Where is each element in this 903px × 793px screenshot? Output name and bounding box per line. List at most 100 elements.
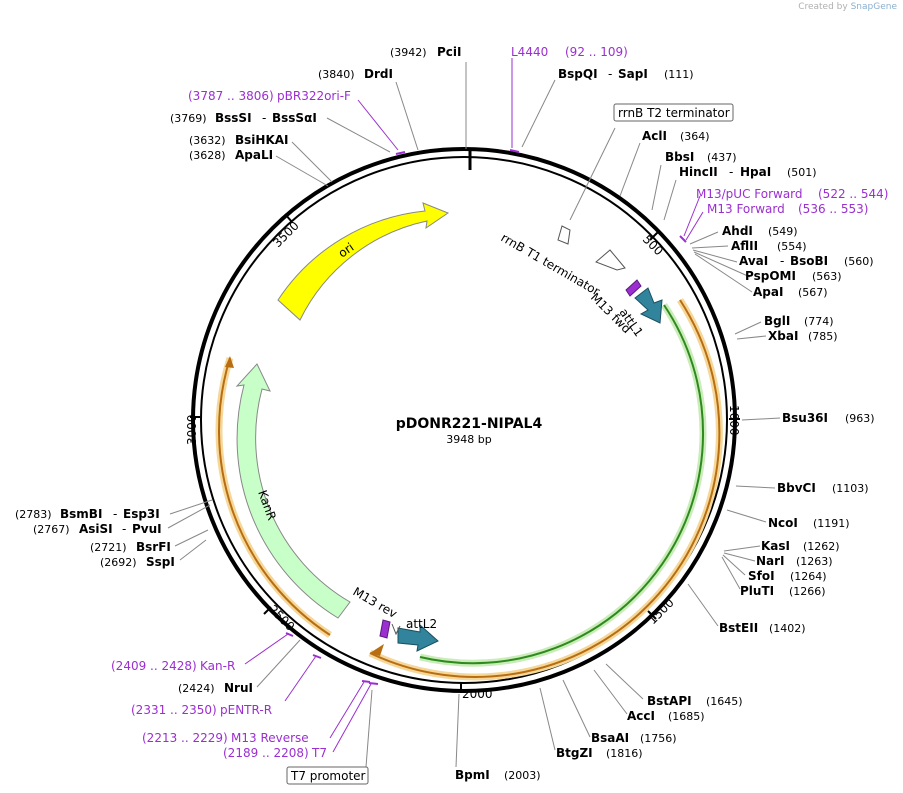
enzyme-pos-6: (554): [777, 240, 807, 253]
enzyme-name-0: PciI: [437, 45, 462, 59]
primer-range-6: (2213 .. 2229): [142, 731, 228, 745]
m13-rev-small: [391, 623, 401, 636]
enzyme-pos-2: (364): [680, 130, 710, 143]
enzyme-name-4: HincII: [679, 165, 718, 179]
enzyme-pos-9: (567): [798, 286, 828, 299]
enzyme-name-4-left: BsmBI: [60, 507, 102, 521]
enzyme-name-6: AflII: [731, 239, 758, 253]
enzyme-alt-1: SapI: [618, 67, 648, 81]
enzyme-name-10: BglI: [764, 314, 790, 328]
tick-marks: [190, 213, 740, 693]
enzyme-name-24: BpmI: [455, 768, 490, 782]
enzyme-name-3: BbsI: [665, 150, 694, 164]
enzyme-pos-4: (501): [787, 166, 817, 179]
kanr-feature: [235, 363, 351, 619]
enzyme-name-3-left: ApaLI: [235, 148, 273, 162]
enzyme-name-18: PluTI: [740, 584, 774, 598]
m13-fwd-marker: [625, 279, 642, 297]
primer-range-7: (2189 .. 2208): [223, 746, 309, 760]
enzyme-pos-7-left: (2692): [100, 556, 137, 569]
enzyme-pos-15: (1262): [803, 540, 840, 553]
enzyme-pos-19: (1402): [769, 622, 806, 635]
primer-range-2: (522 .. 544): [818, 187, 888, 201]
enzyme-name-15: KasI: [761, 539, 790, 553]
enzyme-name-13: BbvCI: [777, 481, 816, 495]
enzyme-alt-4-left: Esp3I: [123, 507, 160, 521]
plasmid-length: 3948 bp: [446, 433, 491, 446]
t7-promoter-box: [286, 766, 369, 785]
enzyme-alt-1-left: BssSαI: [272, 111, 317, 125]
enzyme-pos-6-left: (2721): [90, 541, 127, 554]
primer-name-0: L4440: [511, 45, 548, 59]
separator-dash: -: [780, 254, 784, 268]
primer-name-3: M13 Forward: [707, 202, 785, 216]
orange-feature-right: [368, 298, 723, 681]
insert-green-arc: [419, 303, 707, 667]
enzyme-name-19: BstEII: [719, 621, 758, 635]
rrnb-t1-label: rrnB T1 terminator: [499, 230, 603, 298]
primer-leaders: [244, 58, 704, 753]
enzyme-pos-3: (437): [707, 151, 737, 164]
enzyme-pos-5-left: (2767): [33, 523, 70, 536]
enzyme-pos-18: (1266): [789, 585, 826, 598]
enzyme-pos-13: (1103): [832, 482, 869, 495]
enzyme-pos-14: (1191): [813, 517, 850, 530]
plasmid-name: pDONR221-NIPAL4: [396, 416, 543, 432]
enzyme-name-16: NarI: [756, 554, 785, 568]
leader-lines: [167, 62, 781, 768]
enzyme-pos-5: (549): [768, 225, 798, 238]
separator-dash: -: [262, 111, 266, 125]
enzyme-pos-8-left: (2424): [178, 682, 215, 695]
enzyme-name-1-left: BssSI: [215, 111, 252, 125]
enzyme-pos-24: (2003): [504, 769, 541, 782]
enzyme-name-9: ApaI: [753, 285, 783, 299]
rrnb-t2-box: [613, 103, 734, 122]
enzyme-pos-0: (3942): [390, 46, 427, 59]
snapgene-credit: Created by SnapGene: [798, 2, 897, 12]
enzyme-alt-7: BsoBI: [790, 254, 828, 268]
orange-feature-left: [215, 356, 332, 638]
primer-range-4: (2409 .. 2428): [111, 659, 197, 673]
rrnb-t2-feature: [557, 225, 571, 245]
enzyme-name-14: NcoI: [768, 516, 798, 530]
enzyme-alt-4: HpaI: [740, 165, 771, 179]
enzyme-name-11: XbaI: [768, 329, 798, 343]
attl2-label: attL2: [406, 617, 437, 631]
separator-dash: -: [729, 165, 733, 179]
primer-name-7: T7: [311, 746, 327, 760]
t7-promoter-label: T7 promoter: [290, 769, 366, 783]
primer-range-5: (2331 .. 2350): [131, 703, 217, 717]
primer-name-1: pBR322ori-F: [277, 89, 351, 103]
enzyme-pos-23: (1816): [606, 747, 643, 760]
primer-name-2: M13/pUC Forward: [696, 187, 803, 201]
tick-2000: 2000: [462, 687, 493, 701]
separator-dash: -: [608, 67, 612, 81]
enzyme-name-12: Bsu36I: [782, 411, 828, 425]
enzyme-pos-16: (1263): [796, 555, 833, 568]
enzyme-pos-0-left: (3840): [318, 68, 355, 81]
enzyme-labels-left: (3840) DrdI (3769) BssSI - BssSαI (3632)…: [15, 67, 393, 695]
enzyme-name-6-left: BsrFI: [136, 540, 171, 554]
enzyme-name-20: BstAPI: [647, 694, 692, 708]
enzyme-pos-2-left: (3632): [189, 134, 226, 147]
enzyme-name-1: BspQI: [558, 67, 598, 81]
enzyme-pos-11: (785): [808, 330, 838, 343]
ori-feature: [277, 202, 450, 321]
enzyme-alt-5-left: PvuI: [132, 522, 162, 536]
enzyme-name-2-left: BsiHKAI: [235, 133, 289, 147]
enzyme-pos-4-left: (2783): [15, 508, 52, 521]
primer-range-0: (92 .. 109): [565, 45, 628, 59]
enzyme-name-8-left: NruI: [224, 681, 253, 695]
primer-name-5: pENTR-R: [220, 703, 272, 717]
m13-rev-label: M13 rev: [351, 584, 400, 620]
enzyme-pos-20: (1645): [706, 695, 743, 708]
enzyme-name-23: BtgZI: [556, 746, 593, 760]
primer-range-3: (536 .. 553): [798, 202, 868, 216]
primer-name-6: M13 Reverse: [231, 731, 309, 745]
enzyme-name-7: AvaI: [739, 254, 768, 268]
enzyme-name-21: AccI: [627, 709, 655, 723]
enzyme-pos-21: (1685): [668, 710, 705, 723]
primer-range-1: (3787 .. 3806): [188, 89, 274, 103]
enzyme-pos-17: (1264): [790, 570, 827, 583]
